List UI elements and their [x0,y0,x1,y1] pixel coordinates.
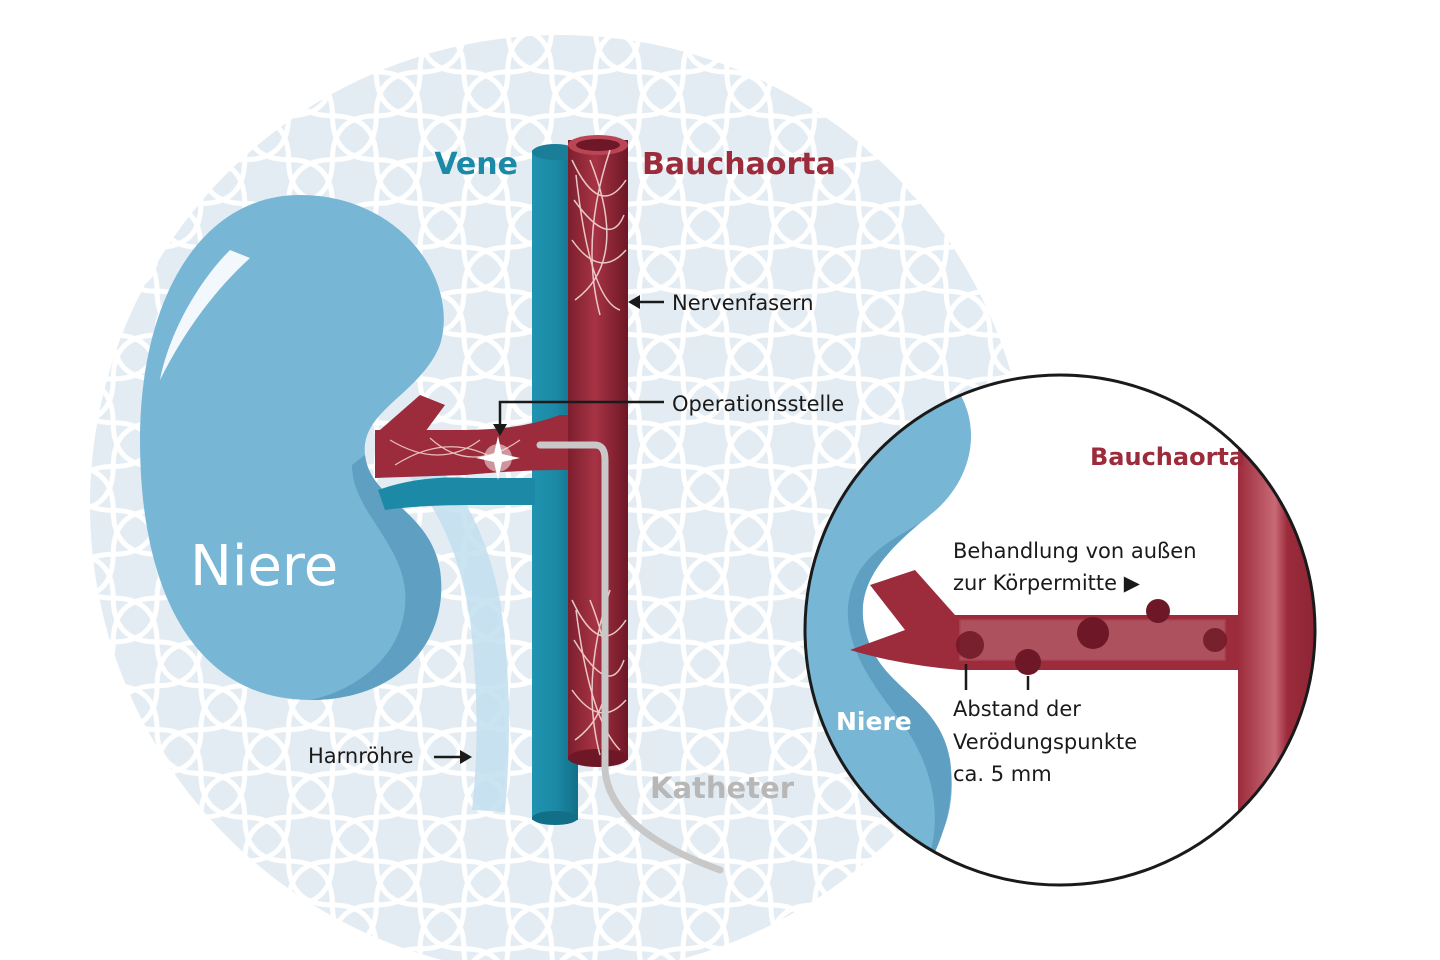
operation-site-pointer [493,400,664,436]
label-catheter: Katheter [650,771,795,805]
arrow-icon [434,750,472,764]
renal-artery [375,415,600,478]
nerve-fibers-top [571,149,627,316]
ablation-point [1146,599,1170,623]
spark-icon [476,436,520,480]
kidney-shape [140,195,444,700]
label-ureter: Harnröhre [308,744,414,768]
catheter-line [536,441,724,874]
label-aorta: Bauchaorta [642,147,836,182]
ablation-point [956,631,984,659]
aorta-vessel [568,140,628,760]
ablation-point [1077,617,1109,649]
inset-renal-artery [850,570,1240,670]
ureter-tube [402,455,509,812]
inset-magnifier: Bauchaorta Behandlung von außen zur Körp… [803,373,1317,887]
inset-label-treatment-1: Behandlung von außen [953,539,1197,563]
arrow-icon [628,295,664,309]
inset-label-distance-2: Verödungspunkte [953,730,1137,754]
renal-vein [378,477,535,510]
inset-label-distance-3: ca. 5 mm [953,762,1052,786]
label-operation-site: Operationsstelle [672,392,844,416]
inset-label-aorta: Bauchaorta [1090,443,1245,471]
inset-border [803,373,1317,887]
label-nerve-fibers: Nervenfasern [672,291,814,315]
ablation-point [1015,649,1041,675]
kidney-highlight [160,250,250,380]
inset-label-treatment-2: zur Körpermitte ▶ [953,571,1141,595]
inset-label-kidney: Niere [836,707,912,736]
ablation-point [1203,628,1227,652]
label-kidney: Niere [190,534,338,599]
inset-label-distance-1: Abstand der [953,697,1081,721]
kidney-shadow [310,455,442,700]
vein-top [532,144,578,160]
label-vein: Vene [434,147,518,182]
inset-aorta [1238,380,1315,885]
